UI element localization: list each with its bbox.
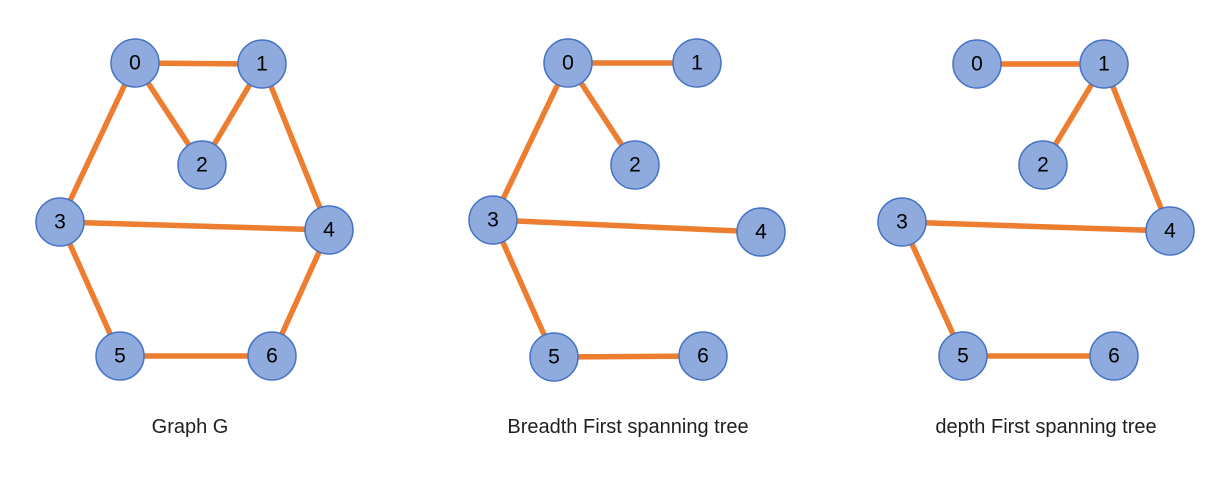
- node-circle-5: [529, 332, 579, 382]
- node-3: 3: [468, 195, 518, 245]
- node-circle-5: [95, 331, 145, 381]
- node-3: 3: [35, 197, 85, 247]
- edge-0-3: [57, 61, 138, 224]
- node-4: 4: [736, 207, 786, 257]
- edge-1-4: [1101, 62, 1173, 233]
- edge-3-5: [490, 218, 557, 359]
- edge-1-4: [259, 62, 332, 232]
- node-label-5: 5: [114, 345, 126, 368]
- panel-breadth-first-spanning-tree: 0 1 2 3 4 5 6: [468, 38, 786, 382]
- edge-5-6: [553, 353, 704, 360]
- node-circle-4: [1145, 206, 1195, 256]
- node-circle-4: [736, 207, 786, 257]
- panel-graph-g: 0 1 2 3 4 5 6: [35, 38, 354, 381]
- node-label-6: 6: [266, 345, 278, 368]
- node-circle-3: [877, 197, 927, 247]
- node-label-0: 0: [129, 52, 141, 75]
- node-circle-2: [610, 140, 660, 190]
- caption-graph-g: Graph G: [151, 416, 229, 438]
- node-label-4: 4: [755, 221, 767, 244]
- node-circle-0: [543, 38, 593, 88]
- node-circle-6: [1089, 331, 1139, 381]
- node-circle-0: [110, 38, 160, 88]
- edge-3-4: [492, 217, 762, 235]
- node-label-4: 4: [1164, 220, 1176, 243]
- node-1: 1: [1079, 39, 1129, 89]
- node-3: 3: [877, 197, 927, 247]
- node-circle-3: [468, 195, 518, 245]
- node-6: 6: [678, 331, 728, 381]
- caption-depth-first-spanning-tree: depth First spanning tree: [935, 416, 1157, 438]
- node-circle-6: [247, 331, 297, 381]
- node-1: 1: [672, 38, 722, 88]
- node-circle-1: [1079, 39, 1129, 89]
- node-4: 4: [1145, 206, 1195, 256]
- node-label-5: 5: [957, 345, 969, 368]
- node-circle-2: [1018, 140, 1068, 190]
- node-label-1: 1: [256, 53, 268, 76]
- node-label-1: 1: [1098, 53, 1110, 76]
- node-label-4: 4: [323, 219, 335, 242]
- node-5: 5: [529, 332, 579, 382]
- node-2: 2: [610, 140, 660, 190]
- node-label-0: 0: [562, 52, 574, 75]
- node-2: 2: [1018, 140, 1068, 190]
- node-circle-0: [952, 39, 1002, 89]
- node-label-6: 6: [1108, 345, 1120, 368]
- node-label-3: 3: [896, 211, 908, 234]
- edge-3-4: [59, 219, 330, 233]
- node-circle-3: [35, 197, 85, 247]
- node-label-2: 2: [196, 154, 208, 177]
- node-0: 0: [952, 39, 1002, 89]
- node-label-2: 2: [629, 154, 641, 177]
- node-1: 1: [237, 39, 287, 89]
- node-6: 6: [1089, 331, 1139, 381]
- node-5: 5: [95, 331, 145, 381]
- node-0: 0: [110, 38, 160, 88]
- node-6: 6: [247, 331, 297, 381]
- node-4: 4: [304, 205, 354, 255]
- edge-0-3: [490, 61, 571, 222]
- node-label-3: 3: [54, 211, 66, 234]
- panel-depth-first-spanning-tree: 0 1 2 3 4 5 6: [877, 39, 1195, 381]
- node-label-5: 5: [548, 346, 560, 369]
- node-label-2: 2: [1037, 154, 1049, 177]
- node-circle-4: [304, 205, 354, 255]
- node-label-0: 0: [971, 53, 983, 76]
- edge-3-4: [901, 219, 1171, 234]
- node-circle-5: [938, 331, 988, 381]
- caption-breadth-first-spanning-tree: Breadth First spanning tree: [507, 416, 749, 438]
- node-circle-1: [237, 39, 287, 89]
- node-0: 0: [543, 38, 593, 88]
- node-circle-2: [177, 140, 227, 190]
- node-label-1: 1: [691, 52, 703, 75]
- node-5: 5: [938, 331, 988, 381]
- node-circle-1: [672, 38, 722, 88]
- node-label-3: 3: [487, 209, 499, 232]
- node-2: 2: [177, 140, 227, 190]
- node-label-6: 6: [697, 345, 709, 368]
- node-circle-6: [678, 331, 728, 381]
